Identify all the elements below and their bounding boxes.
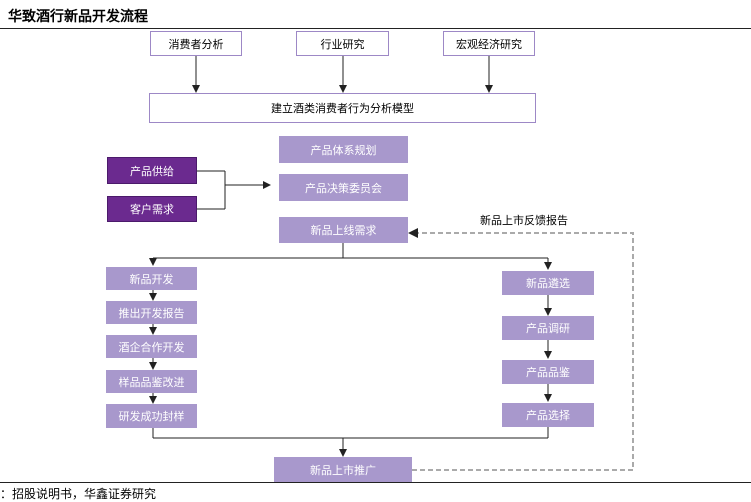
- title-divider: [0, 28, 751, 29]
- input-macro-research: 宏观经济研究: [443, 31, 535, 56]
- sel-step-screening: 新品遴选: [502, 271, 594, 295]
- product-committee-box: 产品决策委员会: [279, 174, 408, 201]
- product-system-plan-box: 产品体系规划: [279, 136, 408, 163]
- dev-step-cooperation: 酒企合作开发: [106, 335, 197, 358]
- launch-demand-box: 新品上线需求: [279, 217, 408, 243]
- consumer-behavior-model: 建立酒类消费者行为分析模型: [149, 93, 536, 123]
- market-launch-box: 新品上市推广: [274, 457, 412, 483]
- dev-step-new-product: 新品开发: [106, 267, 197, 290]
- sel-step-tasting: 产品品鉴: [502, 360, 594, 384]
- dev-step-sealed-sample: 研发成功封样: [106, 404, 197, 428]
- sel-step-choice: 产品选择: [502, 403, 594, 427]
- footer-divider: [0, 482, 751, 483]
- input-industry-research: 行业研究: [296, 31, 389, 56]
- sel-step-survey: 产品调研: [502, 316, 594, 340]
- feedback-report-label: 新品上市反馈报告: [480, 214, 568, 227]
- source-note: ：招股说明书，华鑫证券研究: [0, 487, 157, 501]
- product-supply-box: 产品供给: [107, 157, 197, 184]
- dev-step-report: 推出开发报告: [106, 301, 197, 324]
- dev-step-tasting: 样品品鉴改进: [106, 370, 197, 393]
- page-title: 华致酒行新品开发流程: [8, 9, 148, 25]
- input-consumer-analysis: 消费者分析: [150, 31, 242, 56]
- customer-demand-box: 客户需求: [107, 196, 197, 222]
